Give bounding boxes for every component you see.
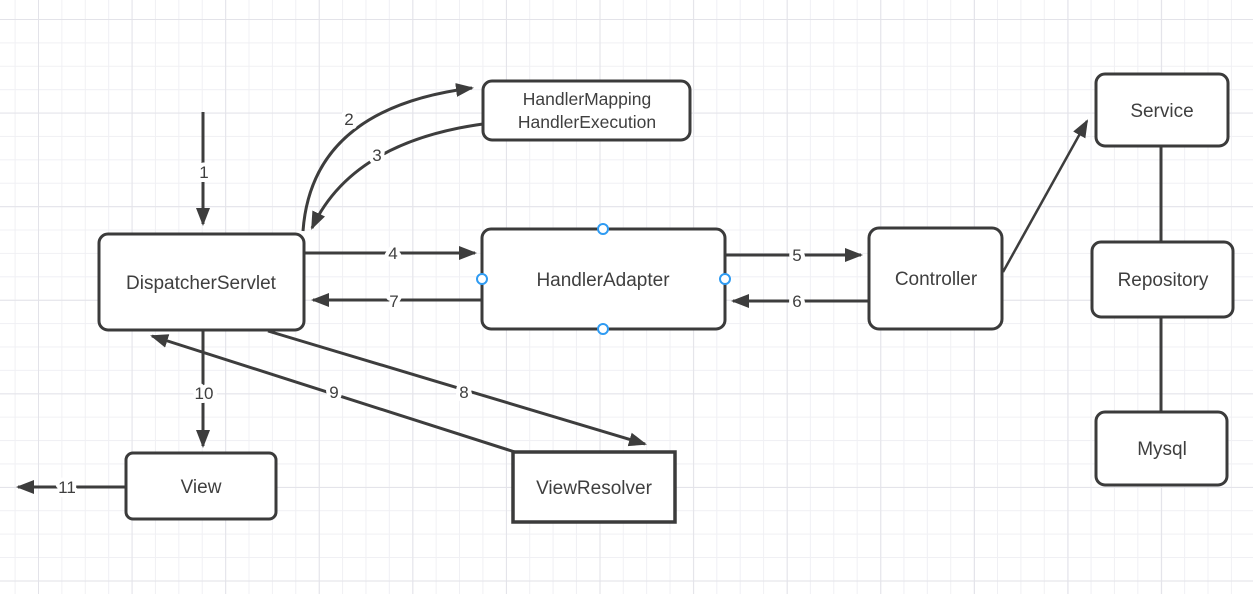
- node-handler-mapping[interactable]: HandlerMapping HandlerExecution: [481, 79, 692, 142]
- node-view-box[interactable]: [124, 451, 278, 521]
- node-repository-label: Repository: [1118, 270, 1209, 291]
- connection-point-bottom[interactable]: [597, 323, 609, 335]
- edge-step-9[interactable]: [150, 334, 519, 455]
- node-view-resolver-label: ViewResolver: [536, 478, 652, 499]
- edge-label-10: 10: [195, 384, 214, 403]
- edge-label-3: 3: [372, 146, 381, 165]
- node-handler-adapter-label: HandlerAdapter: [536, 270, 670, 291]
- node-dispatcher-servlet-label: DispatcherServlet: [126, 273, 277, 294]
- edge-label-7: 7: [389, 292, 398, 311]
- edge-step-2[interactable]: [301, 83, 474, 232]
- edge-label-8: 8: [459, 383, 468, 402]
- node-service[interactable]: Service: [1094, 72, 1230, 148]
- node-repository-box[interactable]: [1090, 240, 1235, 319]
- edge-label-4: 4: [388, 244, 397, 263]
- connection-point-left[interactable]: [476, 273, 488, 285]
- node-handler-adapter[interactable]: HandlerAdapter: [476, 223, 731, 335]
- edge-label-2: 2: [344, 110, 353, 129]
- node-dispatcher-servlet-box[interactable]: [97, 232, 306, 332]
- edge-step-3[interactable]: [310, 122, 484, 230]
- connection-point-top[interactable]: [597, 223, 609, 235]
- node-handler-mapping-label-line2: HandlerExecution: [518, 112, 656, 132]
- edge-label-9: 9: [329, 383, 338, 402]
- node-mysql-label: Mysql: [1137, 439, 1187, 460]
- node-mysql[interactable]: Mysql: [1094, 410, 1229, 487]
- edge-label-5: 5: [792, 246, 801, 265]
- node-controller-box[interactable]: [867, 226, 1004, 331]
- edge-label-6: 6: [792, 292, 801, 311]
- node-view-label: View: [181, 477, 222, 498]
- node-mysql-box[interactable]: [1094, 410, 1229, 487]
- node-handler-mapping-label-line1: HandlerMapping: [523, 89, 651, 109]
- node-view-resolver-box[interactable]: [511, 450, 677, 524]
- node-dispatcher-servlet[interactable]: DispatcherServlet: [97, 232, 306, 332]
- node-service-label: Service: [1130, 101, 1193, 122]
- node-view-resolver[interactable]: ViewResolver: [511, 450, 677, 524]
- node-view[interactable]: View: [124, 451, 278, 521]
- node-service-box[interactable]: [1094, 72, 1230, 148]
- node-repository[interactable]: Repository: [1090, 240, 1235, 319]
- edge-label-11: 11: [58, 478, 76, 497]
- node-controller[interactable]: Controller: [867, 226, 1004, 331]
- edge-label-1: 1: [199, 163, 208, 182]
- connection-point-right[interactable]: [719, 273, 731, 285]
- node-handler-mapping-box[interactable]: [481, 79, 692, 142]
- edge-controller-service[interactable]: [1001, 119, 1089, 273]
- node-controller-label: Controller: [895, 269, 978, 290]
- edge-step-8[interactable]: [267, 329, 647, 447]
